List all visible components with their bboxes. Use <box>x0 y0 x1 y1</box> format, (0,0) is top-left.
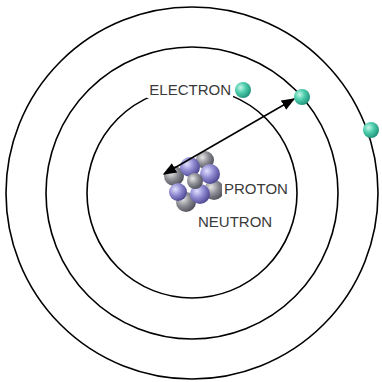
electron-ball <box>294 89 310 105</box>
electron-ball <box>363 122 379 138</box>
orbit-rings <box>6 7 378 379</box>
electrons <box>235 82 379 138</box>
distance-arrow <box>164 99 294 174</box>
nucleus <box>164 151 224 212</box>
outer-orbit <box>6 7 378 379</box>
inner-orbit <box>87 88 297 298</box>
electron-ball <box>235 82 251 98</box>
neutron-ball <box>187 173 203 189</box>
neutron-label: NEUTRON <box>196 213 274 230</box>
electron-label: ELECTRON <box>147 81 233 98</box>
proton-label: PROTON <box>222 180 290 197</box>
middle-orbit <box>46 47 338 339</box>
proton-ball <box>169 183 187 201</box>
